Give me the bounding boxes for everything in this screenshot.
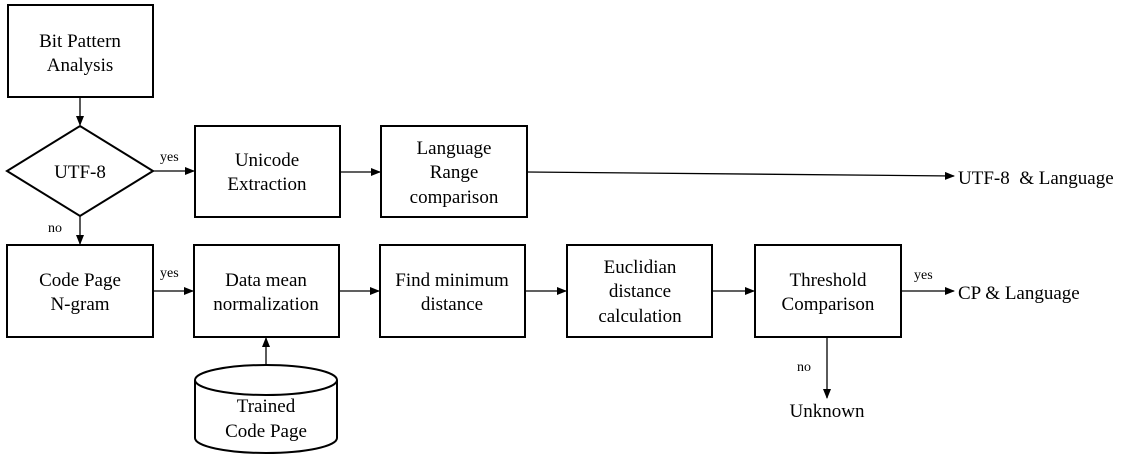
node-language-range-comparison: Language Range comparison <box>380 125 528 218</box>
edge-label-utf8-no: no <box>48 221 62 236</box>
node-label-line: Trained <box>237 396 296 417</box>
node-euclidian-distance-calculation: Euclidian distance calculation <box>566 244 713 338</box>
node-unicode-extraction: Unicode Extraction <box>194 125 341 218</box>
node-label-line: Extraction <box>227 174 307 195</box>
edge-language-output <box>526 171 955 180</box>
edge-label-threshold-yes: yes <box>914 268 933 283</box>
node-label-line: UTF-8 <box>54 162 106 183</box>
node-label-line: Unicode <box>235 150 299 171</box>
database-trained-code-page: Trained Code Page <box>194 364 338 454</box>
node-label-line: Threshold <box>789 270 867 291</box>
node-label-line: Euclidian <box>604 257 677 278</box>
node-bit-pattern-analysis: Bit Pattern Analysis <box>7 4 154 98</box>
node-label-line: distance <box>609 281 671 302</box>
edge-label-threshold-no: no <box>797 360 811 375</box>
node-threshold-comparison: Threshold Comparison <box>754 244 902 338</box>
edge-label-ngram-yes: yes <box>160 266 179 281</box>
node-label-line: Comparison <box>782 294 875 315</box>
node-label-line: Language <box>417 138 492 159</box>
node-label-line: comparison <box>410 187 499 208</box>
node-label-line: Analysis <box>47 55 114 76</box>
output-utf8-language: UTF-8 & Language <box>958 168 1114 189</box>
edge-label-utf8-yes: yes <box>160 150 179 165</box>
output-unknown: Unknown <box>790 401 865 422</box>
node-data-mean-normalization: Data mean normalization <box>193 244 340 338</box>
node-label-line: normalization <box>213 294 319 315</box>
node-label-line: Data mean <box>225 270 307 291</box>
output-cp-language: CP & Language <box>958 283 1080 304</box>
node-label-line: Code Page <box>225 421 307 442</box>
node-label-line: calculation <box>598 306 682 327</box>
node-code-page-ngram: Code Page N-gram <box>6 244 154 338</box>
node-label-line: Range <box>430 162 479 183</box>
node-label-line: N-gram <box>50 294 109 315</box>
node-label-line: Bit Pattern <box>39 31 121 52</box>
node-label-line: distance <box>421 294 483 315</box>
node-label-line: Code Page <box>39 270 121 291</box>
decision-utf8: UTF-8 <box>5 124 155 218</box>
node-label-line: Find minimum <box>395 270 509 291</box>
node-find-minimum-distance: Find minimum distance <box>379 244 526 338</box>
